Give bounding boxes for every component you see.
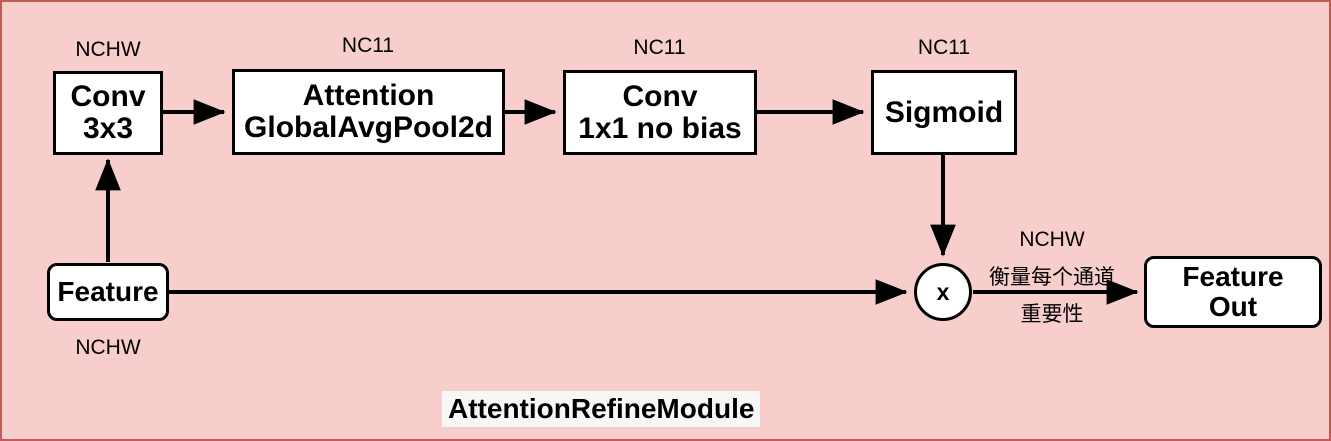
node-sigmoid-line1: Sigmoid [884, 95, 1004, 129]
node-conv3x3-line1: Conv [70, 80, 146, 114]
node-attention-line1: Attention [302, 79, 435, 113]
node-feature-in[interactable]: Feature [47, 263, 169, 321]
annotation-channel-importance-line1: 衡量每个通道 [989, 265, 1115, 289]
node-attention[interactable]: Attention GlobalAvgPool2d [232, 69, 505, 155]
node-attention-line2: GlobalAvgPool2d [244, 111, 493, 144]
node-multiply[interactable]: x [914, 263, 972, 321]
shape-label-sigmoid: NC11 [917, 36, 971, 59]
node-conv3x3[interactable]: Conv 3x3 [53, 71, 163, 155]
shape-label-conv1x1: NC11 [633, 36, 686, 59]
node-feature-out-line1: Feature [1182, 261, 1284, 293]
module-title: AttentionRefineModule [442, 391, 761, 427]
shape-label-attention: NC11 [341, 34, 395, 57]
node-feature-out-line2: Out [1208, 291, 1258, 322]
shape-label-conv3x3: NCHW [75, 38, 141, 61]
node-feature-in-label: Feature [57, 276, 159, 308]
node-conv1x1[interactable]: Conv 1x1 no bias [563, 70, 757, 155]
node-feature-out[interactable]: Feature Out [1144, 256, 1322, 328]
node-conv1x1-line1: Conv [622, 79, 698, 113]
annotation-channel-importance-line2: 重要性 [1020, 302, 1084, 326]
shape-label-feature-in: NCHW [75, 336, 141, 359]
node-sigmoid[interactable]: Sigmoid [871, 70, 1017, 155]
shape-label-output: NCHW [1019, 228, 1085, 251]
node-conv3x3-line2: 3x3 [82, 112, 134, 145]
multiply-symbol: x [936, 278, 950, 305]
node-conv1x1-line2: 1x1 no bias [578, 111, 742, 145]
